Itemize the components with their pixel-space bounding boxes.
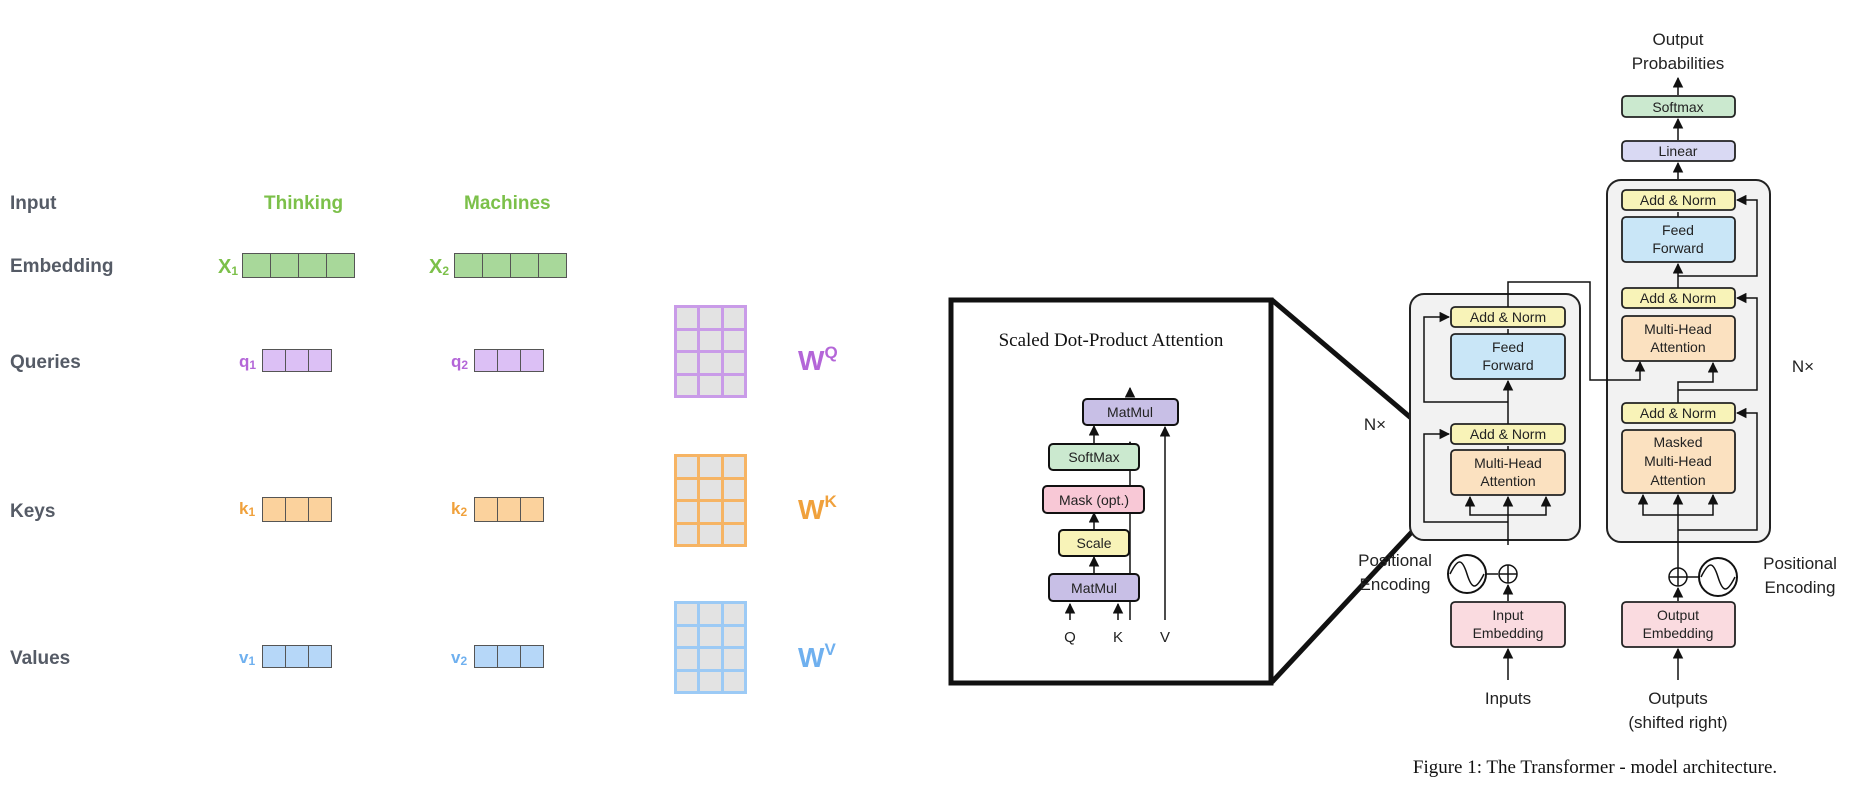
value-label-1: v1 xyxy=(239,648,256,668)
embedding-vector-2 xyxy=(454,253,567,278)
query-label-2: q2 xyxy=(451,352,469,372)
attn-matmul-bottom-block xyxy=(1048,573,1140,602)
decoder-pos-enc-line2: Encoding xyxy=(1765,578,1836,597)
value-label-2: v2 xyxy=(451,648,468,668)
attn-mask-block xyxy=(1042,485,1145,514)
svg-text:SoftMax: SoftMax xyxy=(1068,449,1119,465)
transformer-architecture: Output Probabilities Softmax Linear Add … xyxy=(1358,30,1837,778)
attn-input-k: K xyxy=(1113,629,1123,646)
svg-text:Feed: Feed xyxy=(1662,222,1694,238)
svg-text:Add & Norm: Add & Norm xyxy=(1640,192,1716,208)
weight-matrix-v xyxy=(674,601,747,694)
key-label-2: k2 xyxy=(451,499,468,519)
softmax-block xyxy=(1621,95,1736,118)
row-label-values: Values xyxy=(10,648,71,669)
linear-block xyxy=(1621,140,1736,162)
decoder-masked-multi-head-attention xyxy=(1621,429,1736,494)
svg-text:Softmax: Softmax xyxy=(1652,99,1703,115)
weight-label-q: WQ xyxy=(798,343,838,376)
query-vector-2 xyxy=(474,349,544,372)
output-probabilities-line2: Probabilities xyxy=(1632,54,1725,73)
weight-label-k: WK xyxy=(798,492,837,525)
svg-text:Multi-Head: Multi-Head xyxy=(1474,455,1542,471)
svg-text:Mask (opt.): Mask (opt.) xyxy=(1059,492,1129,508)
attn-input-v: V xyxy=(1160,629,1170,646)
attn-softmax-block xyxy=(1048,443,1140,471)
row-label-queries: Queries xyxy=(10,352,81,373)
encoder-pos-enc-line2: Encoding xyxy=(1360,575,1431,594)
word-thinking: Thinking xyxy=(264,193,344,214)
outputs-label-line2: (shifted right) xyxy=(1628,713,1727,732)
key-vector-2 xyxy=(474,497,544,522)
svg-text:Input: Input xyxy=(1492,607,1523,623)
attention-title: Scaled Dot-Product Attention xyxy=(999,330,1224,351)
encoder-stack xyxy=(1409,293,1581,541)
row-label-input: Input xyxy=(10,193,57,214)
row-label-keys: Keys xyxy=(10,501,56,522)
svg-text:MatMul: MatMul xyxy=(1107,404,1153,420)
key-label-1: k1 xyxy=(239,499,256,519)
row-label-embedding: Embedding xyxy=(10,256,114,277)
inputs-label: Inputs xyxy=(1485,689,1531,708)
svg-text:Embedding: Embedding xyxy=(1643,625,1714,641)
svg-text:Embedding: Embedding xyxy=(1473,625,1544,641)
attn-matmul-top-block xyxy=(1082,398,1179,426)
svg-text:MatMul: MatMul xyxy=(1071,580,1117,596)
embedding-label-2: X2 xyxy=(429,256,450,278)
outputs-label-line1: Outputs xyxy=(1648,689,1708,708)
decoder-multi-head-attention xyxy=(1621,315,1736,362)
query-label-1: q1 xyxy=(239,352,257,372)
output-probabilities-line1: Output xyxy=(1652,30,1703,49)
value-vector-2 xyxy=(474,645,544,668)
svg-text:Feed: Feed xyxy=(1492,339,1524,355)
encoder-pos-enc-line1: Positional xyxy=(1358,551,1432,570)
svg-text:Attention: Attention xyxy=(1480,473,1535,489)
svg-text:Multi-Head: Multi-Head xyxy=(1644,321,1712,337)
svg-text:Scale: Scale xyxy=(1076,535,1111,551)
svg-text:Attention: Attention xyxy=(1650,339,1705,355)
input-embedding-block xyxy=(1450,601,1566,648)
svg-text:Add & Norm: Add & Norm xyxy=(1470,426,1546,442)
decoder-nx-label: N× xyxy=(1792,357,1814,376)
svg-text:Add & Norm: Add & Norm xyxy=(1470,309,1546,325)
key-vector-1 xyxy=(262,497,332,522)
svg-text:Linear: Linear xyxy=(1659,143,1698,159)
scaled-dot-product-attention-box: Scaled Dot-Product Attention MatMul Soft… xyxy=(948,297,1274,686)
attn-scale-block xyxy=(1058,529,1130,557)
encoder-nx-label: N× xyxy=(1364,415,1386,434)
word-machines: Machines xyxy=(464,193,551,214)
svg-text:Multi-Head: Multi-Head xyxy=(1644,453,1712,469)
value-vector-1 xyxy=(262,645,332,668)
weight-matrix-k xyxy=(674,454,747,547)
embedding-vector-1 xyxy=(242,253,355,278)
query-vector-1 xyxy=(262,349,332,372)
svg-text:Forward: Forward xyxy=(1482,357,1533,373)
svg-text:Masked: Masked xyxy=(1653,434,1702,450)
attn-input-q: Q xyxy=(1064,629,1076,646)
decoder-add-norm-top xyxy=(1621,189,1736,211)
svg-text:Add & Norm: Add & Norm xyxy=(1640,405,1716,421)
svg-text:Add & Norm: Add & Norm xyxy=(1640,290,1716,306)
weight-matrix-q xyxy=(674,305,747,398)
embedding-label-1: X1 xyxy=(218,256,239,278)
weight-label-v: WV xyxy=(798,640,836,673)
svg-text:Attention: Attention xyxy=(1650,472,1705,488)
svg-text:Forward: Forward xyxy=(1652,240,1703,256)
output-embedding-block xyxy=(1621,601,1736,648)
figure-caption: Figure 1: The Transformer - model archit… xyxy=(1413,757,1777,778)
svg-text:Output: Output xyxy=(1657,607,1699,623)
decoder-pos-enc-line1: Positional xyxy=(1763,554,1837,573)
